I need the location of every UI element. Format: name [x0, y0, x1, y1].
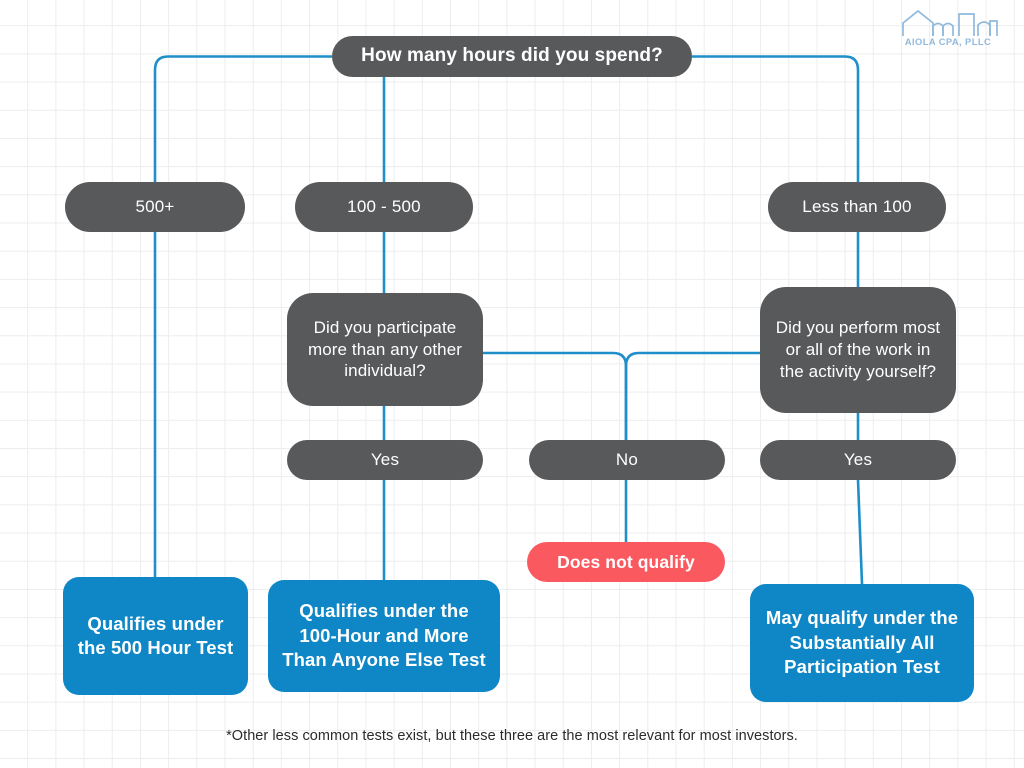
wire-root-to-500	[153, 55, 332, 182]
answer-node-yes-perform-work[interactable]: Yes	[760, 440, 956, 480]
brand-logo: AIOLA CPA, PLLC	[896, 8, 1000, 52]
outcome-node-500-hour-test[interactable]: Qualifies under the 500 Hour Test	[63, 577, 248, 695]
root-question-node[interactable]: How many hours did you spend?	[332, 36, 692, 77]
outcome-node-100-hour-test[interactable]: Qualifies under the 100-Hour and More Th…	[268, 580, 500, 692]
brand-logo-text: AIOLA CPA, PLLC	[904, 37, 992, 47]
wire-question-left-to-no	[483, 351, 628, 440]
option-node-500-plus[interactable]: 500+	[65, 182, 245, 232]
city-skyline-icon	[902, 9, 998, 36]
answer-node-yes-participate[interactable]: Yes	[287, 440, 483, 480]
answer-node-no[interactable]: No	[529, 440, 725, 480]
footnote-text: *Other less common tests exist, but thes…	[226, 728, 798, 744]
question-node-perform-work[interactable]: Did you perform most or all of the work …	[760, 287, 956, 413]
outcome-node-does-not-qualify[interactable]: Does not qualify	[527, 542, 725, 582]
wire-question-right-to-no	[624, 351, 760, 440]
option-node-less-than-100[interactable]: Less than 100	[768, 182, 946, 232]
wire-yes-right-to-result	[856, 479, 864, 585]
outcome-node-substantially-all-test[interactable]: May qualify under the Substantially All …	[750, 584, 974, 702]
option-node-100-500[interactable]: 100 - 500	[295, 182, 473, 232]
question-node-participate-more[interactable]: Did you participate more than any other …	[287, 293, 483, 406]
wire-root-to-lt100	[692, 55, 860, 182]
